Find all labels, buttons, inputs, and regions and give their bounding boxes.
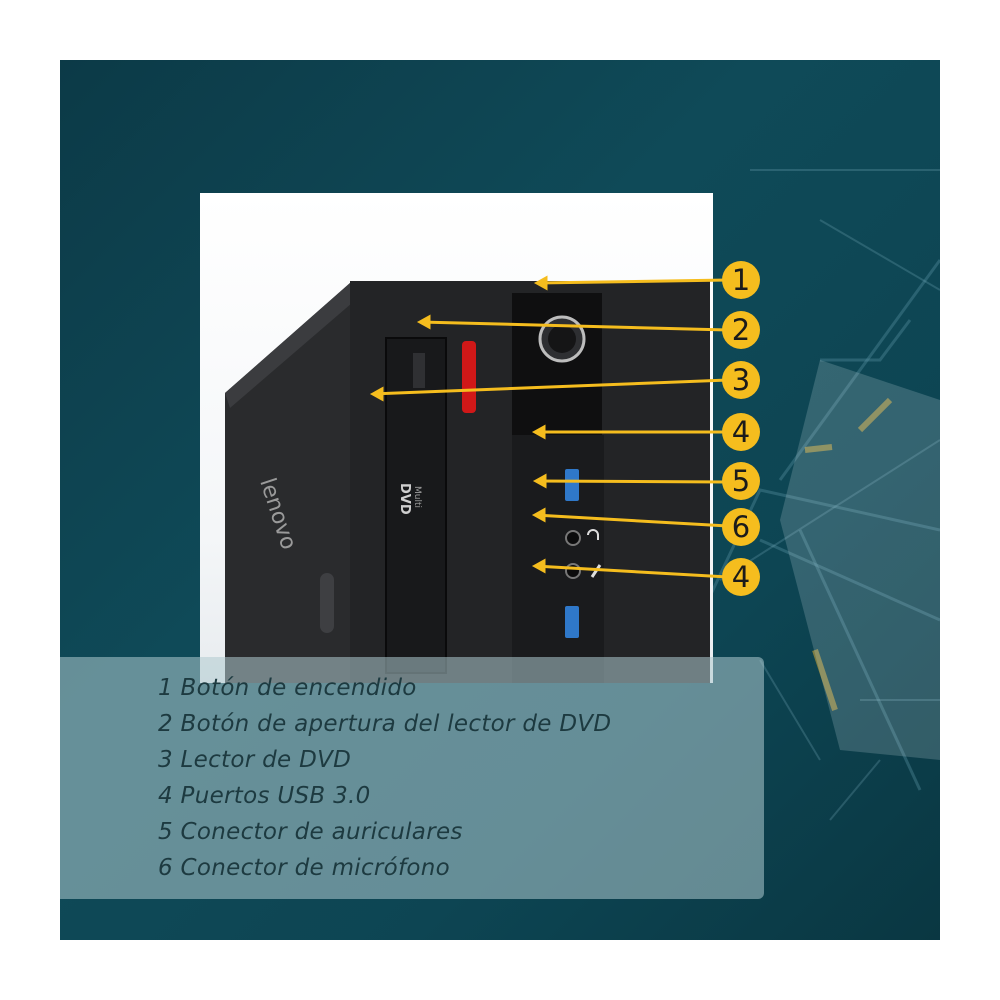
legend-item-3: 3 Lector de DVD <box>158 747 352 773</box>
power-icon <box>548 325 576 353</box>
tower-side-highlight <box>225 283 352 408</box>
callout-lines <box>369 275 729 579</box>
tech-background-graphic <box>678 169 940 821</box>
io-panel <box>512 435 604 683</box>
callout-badge-1: 1 <box>722 261 760 299</box>
legend-item-2: 2 Botón de apertura del lector de DVD <box>158 711 612 737</box>
callout-line-2 <box>419 320 729 332</box>
callout-arrow-2 <box>416 314 431 330</box>
callout-arrow-5 <box>532 473 547 489</box>
callout-arrow-4b <box>531 558 546 574</box>
callout-arrow-6 <box>531 507 546 523</box>
usb-port-top[interactable] <box>565 469 579 501</box>
dvd-logo: DVD <box>397 483 412 515</box>
callout-line-5 <box>535 479 729 484</box>
usb-port-bottom[interactable] <box>565 606 579 638</box>
callout-line-6 <box>534 513 729 528</box>
headphone-jack[interactable] <box>565 530 581 546</box>
callout-badge-6: 6 <box>722 508 760 546</box>
legend-item-5: 5 Conector de auriculares <box>158 819 463 845</box>
dvd-eject-button[interactable] <box>462 341 476 413</box>
headphone-icon <box>587 529 599 540</box>
callout-arrow-3 <box>369 386 384 402</box>
callout-line-1 <box>536 278 729 285</box>
product-photo: lenovo DVD Multi <box>200 193 713 683</box>
callout-badge-4a: 4 <box>722 413 760 451</box>
legend-item-1: 1 Botón de encendido <box>158 675 417 701</box>
side-latch <box>320 573 334 633</box>
microphone-icon <box>590 564 602 578</box>
callout-line-4b <box>534 564 729 579</box>
callout-badge-5: 5 <box>722 462 760 500</box>
legend-item-6: 6 Conector de micrófono <box>158 855 451 881</box>
callout-line-3 <box>372 378 729 396</box>
multi-label: Multi <box>412 486 422 508</box>
product-banner: lenovo DVD Multi <box>60 60 940 940</box>
callout-badge-2: 2 <box>722 311 760 349</box>
callout-arrow-4a <box>531 424 546 440</box>
callout-badge-4b: 4 <box>722 558 760 596</box>
disc-logo <box>413 353 425 388</box>
desktop-tower-illustration: lenovo DVD Multi <box>225 281 710 683</box>
callout-arrow-1 <box>533 275 548 291</box>
legend-panel: 1 Botón de encendido 2 Botón de apertura… <box>60 657 764 899</box>
legend-item-4: 4 Puertos USB 3.0 <box>158 783 371 809</box>
callout-badge-3: 3 <box>722 361 760 399</box>
